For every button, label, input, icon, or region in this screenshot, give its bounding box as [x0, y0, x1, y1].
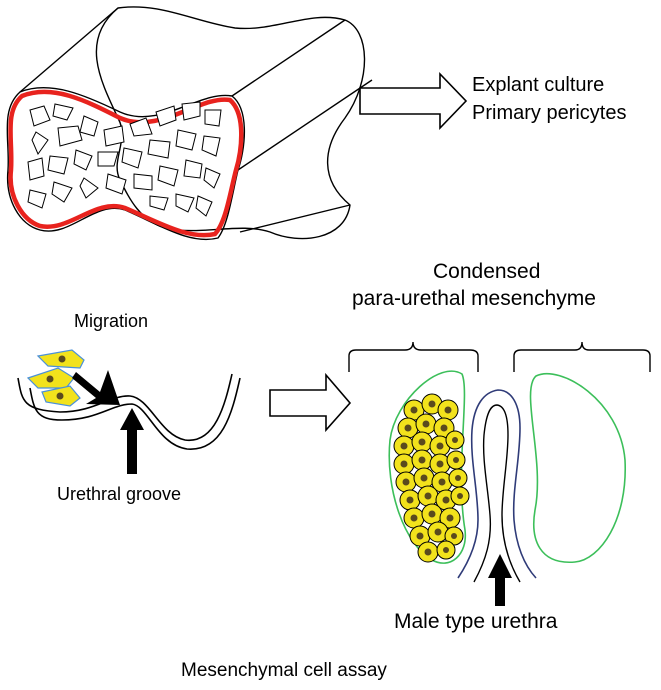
migration-arrow-icon — [72, 370, 120, 405]
migrating-cells — [26, 349, 85, 407]
tissue-network — [27, 101, 222, 217]
tissue-front-face — [6, 86, 246, 241]
process-arrow-icon — [359, 72, 468, 130]
primary-pericytes-label: Primary pericytes — [472, 102, 627, 124]
migration-label: Migration — [74, 311, 149, 331]
urethra-up-arrow-icon — [488, 554, 512, 606]
right-brace — [513, 341, 651, 372]
urethra-inner-line — [457, 389, 537, 579]
urethral-groove-sketch — [17, 373, 241, 450]
condensed-cells — [393, 393, 470, 563]
tissue-block — [6, 6, 373, 241]
urethra-outer-line — [473, 404, 521, 583]
para-urethal-mesenchyme-label: para-urethal mesenchyme — [352, 287, 596, 310]
male-type-urethra-label: Male type urethra — [394, 610, 558, 633]
tissue-edge — [239, 204, 351, 233]
process-arrow-icon — [269, 372, 352, 433]
left-brace — [348, 341, 479, 372]
tissue-edge — [231, 19, 346, 97]
tissue-back-face — [95, 6, 366, 240]
condensed-label: Condensed — [433, 260, 541, 283]
urethral-groove-label: Urethral groove — [57, 484, 182, 504]
explant-culture-label: Explant culture — [472, 74, 605, 96]
tissue-edge — [237, 79, 373, 171]
mesenchymal-cell-assay-caption: Mesenchymal cell assay — [181, 660, 387, 681]
tissue-edge — [19, 7, 119, 93]
groove-up-arrow-icon — [120, 408, 144, 474]
right-mesenchyme-outline — [529, 372, 626, 563]
